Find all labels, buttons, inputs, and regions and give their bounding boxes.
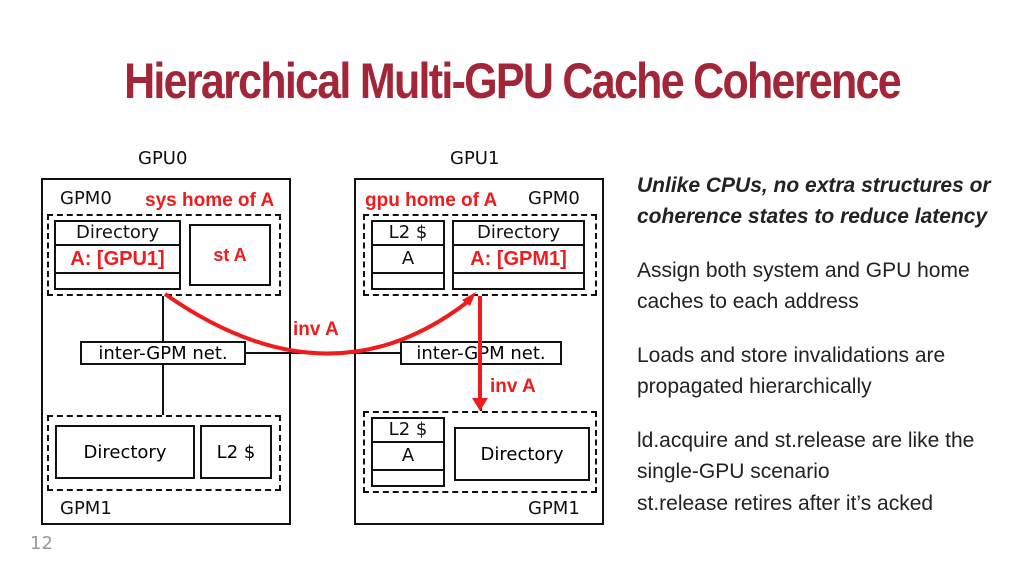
gpu1-gpm1-directory: Directory xyxy=(454,427,590,481)
gpu0-directory-label: Directory xyxy=(76,222,159,243)
point-4b: st.release retires after it’s acked xyxy=(637,492,934,515)
point-1: Unlike CPUs, no extra structures or cohe… xyxy=(637,174,991,228)
gpu1-gpm1-region xyxy=(363,411,597,493)
gpu0-gpm0-region xyxy=(47,214,281,296)
gpu1-gpm1-label: GPM1 xyxy=(528,498,580,519)
gpu1-gpm1-l2-label: L2 $ xyxy=(388,419,428,440)
directory-entry: A: [GPU1] xyxy=(56,244,179,272)
gpu1-gpm1-l2: L2 $ A xyxy=(371,417,445,487)
inv-a-label-2: inv A xyxy=(490,376,536,397)
gpu0-gpm1-label: GPM1 xyxy=(60,498,112,519)
gpu1-l2: L2 $ A xyxy=(371,220,445,290)
gpu1-gpm1-l2-entry: A xyxy=(373,441,443,469)
gpu1-directory-label: Directory xyxy=(477,222,560,243)
gpu0-inter-gpm-net: inter-GPM net. xyxy=(80,341,246,365)
inv-a-label-1: inv A xyxy=(293,319,339,340)
page-number: 12 xyxy=(30,533,53,554)
arrow-head-icon xyxy=(472,398,488,411)
gpu1-gpm0-label: GPM0 xyxy=(528,188,580,209)
gpu1-label: GPU1 xyxy=(450,148,500,169)
point-4a: ld.acquire and st.release are like the s… xyxy=(637,429,975,483)
gpu1-l2-entry: A xyxy=(373,244,443,272)
point-3: Loads and store invalidations are propag… xyxy=(637,344,946,398)
gpu1-directory: Directory A: [GPM1] xyxy=(452,220,585,290)
gpu1-gpm0-region xyxy=(363,214,597,296)
gpu1-l2-label: L2 $ xyxy=(388,222,428,243)
gpu0-label: GPU0 xyxy=(138,148,188,169)
gpu0-gpm1-region xyxy=(47,415,281,491)
st-a-box: st A xyxy=(189,224,271,286)
gpu0-gpm1-directory: Directory xyxy=(55,425,195,479)
gpu-home-label: gpu home of A xyxy=(365,190,498,211)
point-2: Assign both system and GPU home caches t… xyxy=(637,259,970,313)
gpu0-directory: Directory A: [GPU1] xyxy=(54,220,181,290)
sys-home-label: sys home of A xyxy=(145,190,275,211)
slide-title: Hierarchical Multi-GPU Cache Coherence xyxy=(124,53,902,109)
gpu1-directory-entry: A: [GPM1] xyxy=(454,244,583,272)
arrow-head-icon xyxy=(462,292,476,306)
gpu0-gpm1-l2: L2 $ xyxy=(200,425,272,479)
invalidation-arrows xyxy=(163,292,482,400)
gpu0-gpm0-label: GPM0 xyxy=(60,188,112,209)
